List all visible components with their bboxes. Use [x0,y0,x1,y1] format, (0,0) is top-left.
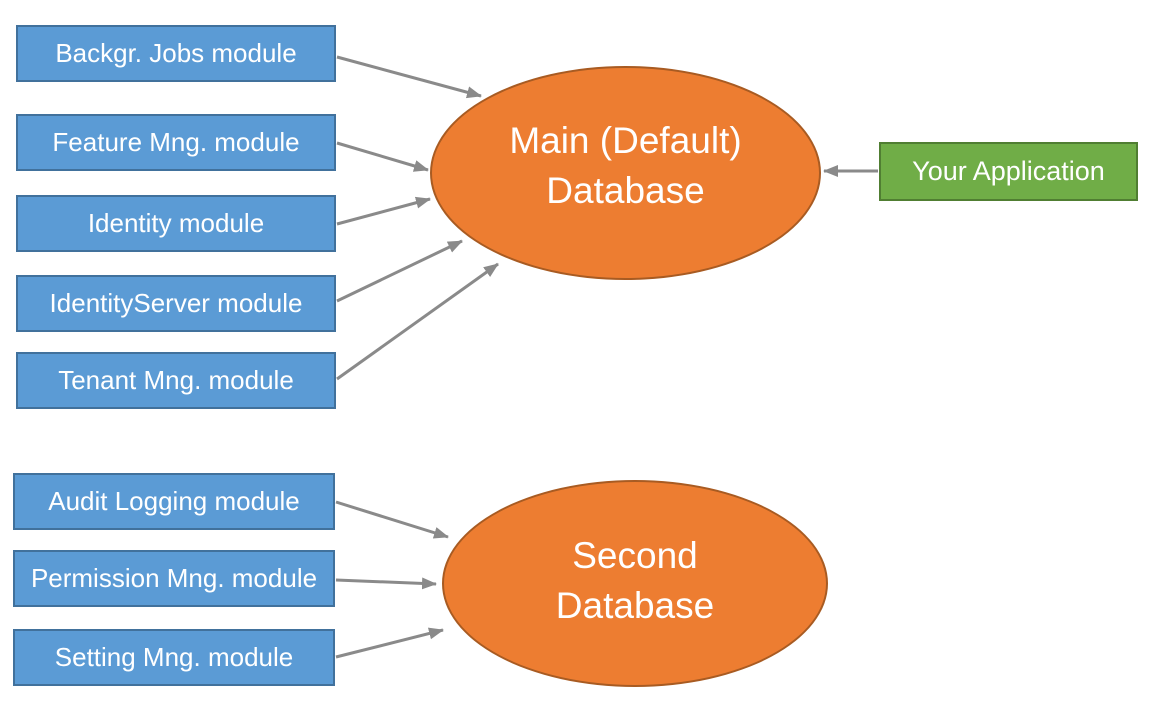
module-label: Audit Logging module [48,486,300,516]
module-box-setting-mng: Setting Mng. module [13,629,335,686]
your-application-box: Your Application [879,142,1138,201]
module-box-tenant-mng: Tenant Mng. module [16,352,336,409]
arrow-permission-mng-to-second-db [335,577,437,590]
module-label: Permission Mng. module [30,563,318,593]
module-box-feature-mng: Feature Mng. module [16,114,336,171]
arrow-audit-logging-to-second-db [335,500,449,539]
module-box-permission-mng: Permission Mng. module [13,550,335,607]
second-database-label-line2: Database [555,584,715,626]
arrow-backgr-jobs-to-main-db [336,55,482,99]
module-label: IdentityServer module [49,288,303,318]
module-box-identityserver: IdentityServer module [16,275,336,332]
module-label: Identity module [87,208,265,238]
module-label: Setting Mng. module [54,642,294,672]
second-database-label-line1: Second [572,534,698,576]
arrow-identityserver-to-main-db [336,239,463,303]
main-database-label-line1: Main (Default) [509,120,742,161]
main-database-label-line2: Database [546,170,705,211]
arrow-identity-to-main-db [336,196,431,226]
module-label: Tenant Mng. module [58,365,294,395]
module-box-backgr-jobs: Backgr. Jobs module [16,25,336,82]
second-database-ellipse: Second Database [442,480,828,687]
arrow-feature-mng-to-main-db [336,141,429,172]
your-application-label: Your Application [912,156,1105,186]
arrow-setting-mng-to-second-db [335,627,444,659]
main-database-ellipse: Main (Default) Database [430,66,821,280]
module-box-audit-logging: Audit Logging module [13,473,335,530]
module-label: Feature Mng. module [52,127,300,157]
arrow-tenant-mng-to-main-db [336,262,499,381]
module-box-identity: Identity module [16,195,336,252]
module-label: Backgr. Jobs module [55,38,297,68]
